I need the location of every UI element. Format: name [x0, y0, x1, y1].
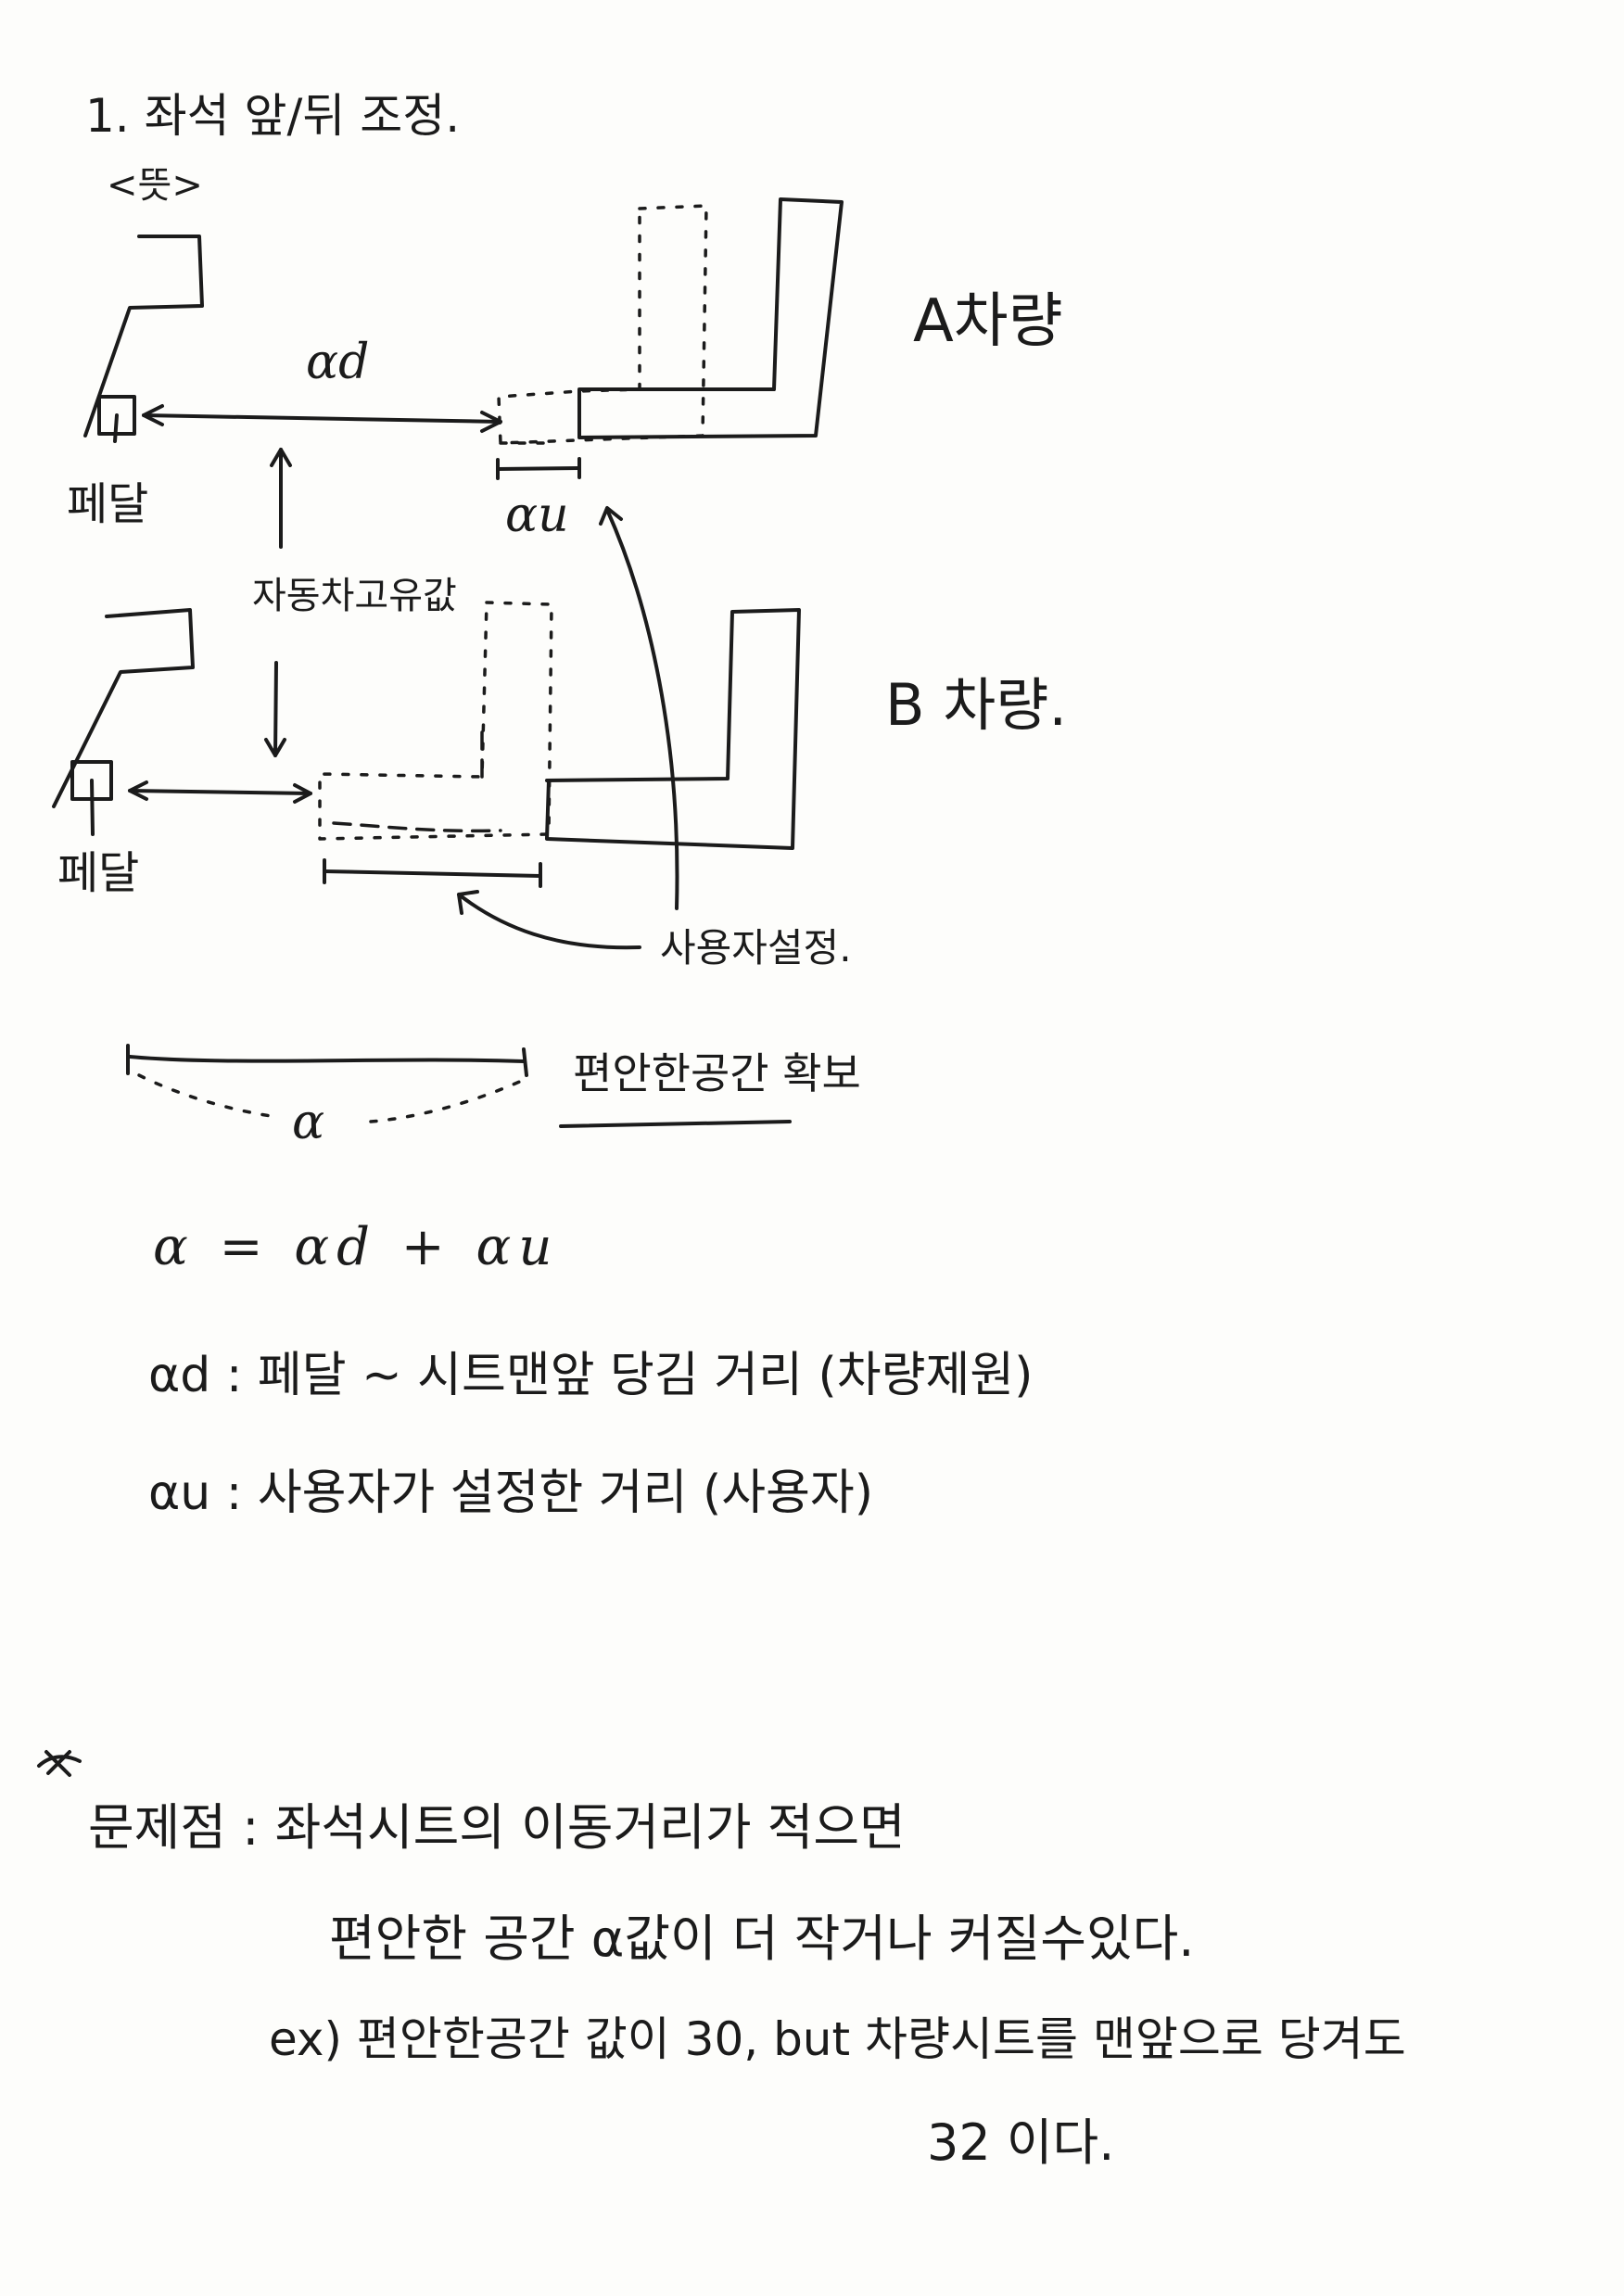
problem-line-4: 32 이다.	[927, 2113, 1115, 2172]
alpha-d-arrowhead-left	[142, 404, 164, 426]
alpha-u-label: αu	[505, 488, 569, 543]
vehicle-intrinsic-label: 자동차고유값	[252, 575, 457, 617]
page-title: 1. 좌석 앞/뒤 조정.	[85, 89, 461, 143]
user-setting-pointer-b	[457, 893, 641, 950]
intrinsic-arrow-down-head	[264, 738, 286, 757]
user-setting-pointer-a	[605, 508, 679, 910]
seat-b	[545, 608, 801, 850]
pedal-b-arrowhead-left	[128, 780, 148, 801]
comfort-space-label: 편안한공간 확보	[573, 1048, 861, 1098]
pedal-label-b: 페달	[57, 847, 140, 899]
user-setting-label: 사용자설정.	[660, 925, 852, 970]
problem-line-1: 문제점 : 좌석시트의 이동거리가 적으면	[88, 1798, 906, 1857]
vehicle-b-label: B 차량.	[885, 671, 1068, 739]
pedal-b-arrowhead-right	[293, 783, 312, 804]
star-mark	[37, 1750, 82, 1777]
pedal-b-stem	[90, 779, 95, 836]
formula-alpha-d: αd : 페달 ~ 시트맨앞 당김 거리 (차량제원)	[148, 1348, 1034, 1403]
comfort-underline	[559, 1120, 792, 1128]
alpha-label: α	[292, 1095, 325, 1150]
seat-b-ghost	[318, 601, 553, 841]
alpha-d-arrow	[142, 413, 502, 424]
formula-alpha-u: αu : 사용자가 설정한 거리 (사용자)	[148, 1465, 874, 1521]
pedal-label-a: 페달	[67, 478, 149, 530]
pedal-lever-a	[83, 235, 204, 438]
problem-line-3: ex) 편안한공간 값이 30, but 차량시트를 맨앞으로 당겨도	[269, 2012, 1406, 2066]
side-label: <뜻>	[107, 164, 203, 207]
alpha-dotted-arc-r	[369, 1078, 526, 1123]
intrinsic-arrow-up-head	[270, 448, 292, 467]
b-measure	[323, 869, 542, 878]
pedal-b-arrow	[128, 789, 312, 795]
pedal-lever-b	[52, 608, 195, 808]
seat-b-ghost-bottom	[332, 821, 502, 833]
alpha-d-label: αd	[306, 335, 370, 390]
alpha-dotted-arc-l	[137, 1073, 280, 1119]
alpha-bracket-tick-r	[522, 1047, 528, 1077]
seat-a-ghost	[497, 204, 708, 445]
seat-a	[577, 197, 844, 439]
alpha-u-bracket	[496, 466, 581, 471]
formula-main: α = αd + αu	[153, 1217, 560, 1277]
vehicle-a-label: A차량	[913, 287, 1063, 356]
intrinsic-arrow-down	[273, 661, 278, 757]
pedal-a-stem	[113, 413, 119, 443]
user-setting-pointer-b-head	[457, 890, 479, 915]
alpha-bracket	[128, 1055, 526, 1063]
problem-line-2: 편안한 공간 α값이 더 작거나 커질수있다.	[329, 1909, 1195, 1968]
user-setting-pointer-a-head	[599, 506, 623, 526]
